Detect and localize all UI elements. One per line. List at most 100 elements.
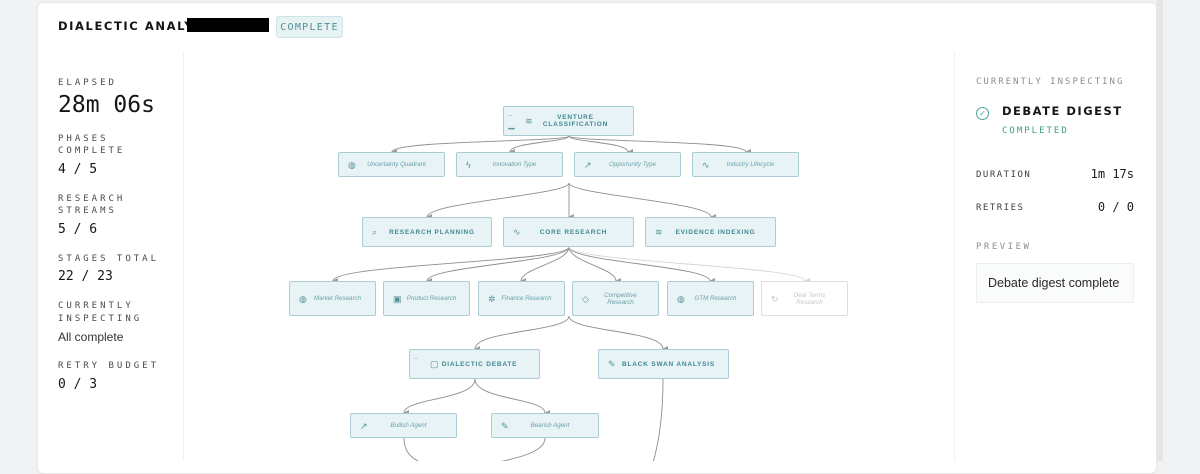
stat-label: RESEARCH STREAMS [58, 193, 126, 217]
edge [520, 246, 570, 285]
edge [568, 246, 716, 284]
trend-up-icon: ↗ [360, 420, 368, 431]
node-innovation-type[interactable]: ϟ Innovation Type [456, 152, 563, 177]
stat-label: PHASES COMPLETE [58, 133, 126, 157]
pipeline-graph: – •••• ≋ VENTURE CLASSIFICATION ◍ Uncert… [289, 106, 848, 461]
pulse-icon: ∿ [702, 159, 710, 170]
node-label: CORE RESEARCH [539, 228, 608, 236]
globe-icon: ◍ [677, 293, 685, 304]
preview-box: Debate digest complete [976, 263, 1134, 303]
search-icon: ⌕ [372, 227, 378, 237]
stat-value: 28m 06s [58, 91, 155, 118]
graph-edges [332, 135, 811, 461]
node-competitive-research[interactable]: ◇ Competitive Research [572, 281, 659, 316]
stat-elapsed: ELAPSED 28m 06s [58, 77, 178, 118]
stat-value: All complete [58, 330, 124, 344]
page-title: DIALECTIC ANALYSIS · [58, 19, 232, 33]
node-bearish-agent[interactable]: ✎ Bearish Agent [491, 413, 599, 438]
stat-value: 4 / 5 [58, 161, 98, 177]
inspector-title: DEBATE DIGEST [1002, 104, 1123, 118]
stat-stages: STAGES TOTAL 22 / 23 [58, 253, 178, 286]
node-research-planning[interactable]: ⌕ RESEARCH PLANNING [362, 217, 492, 247]
node-label: Industry Lifecycle [726, 161, 775, 168]
stat-label: CURRENTLY INSPECTING [58, 301, 143, 324]
feather-icon: ✎ [501, 420, 509, 431]
node-label: Bearish Agent [530, 422, 570, 429]
node-label: BLACK SWAN ANALYSIS [621, 360, 716, 368]
minus-icon: – [508, 112, 512, 119]
stat-value: 5 / 6 [58, 221, 98, 237]
edge [568, 135, 634, 155]
stat-label: RETRY BUDGET [58, 361, 160, 371]
bolt-icon: ϟ [466, 159, 471, 170]
retries-value: 0 / 0 [1097, 200, 1134, 214]
node-market-research[interactable]: ◍ Market Research [289, 281, 376, 316]
node-venture-classification[interactable]: – •••• ≋ VENTURE CLASSIFICATION [503, 106, 634, 136]
edge [568, 135, 752, 155]
node-evidence-indexing[interactable]: ≋ EVIDENCE INDEXING [645, 217, 776, 247]
refresh-icon: ↻ [771, 293, 779, 304]
retries-label: RETRIES [976, 203, 1025, 213]
right-panel-divider [954, 52, 955, 461]
edge [332, 246, 570, 285]
edge [403, 437, 419, 461]
node-label: VENTURE CLASSIFICATION [542, 114, 609, 128]
node-black-swan-analysis[interactable]: ✎ BLACK SWAN ANALYSIS [598, 349, 729, 379]
stat-retry-budget: RETRY BUDGET 0 / 3 [58, 360, 178, 393]
globe-icon: ◍ [299, 293, 307, 304]
node-label: Bullish Agent [390, 422, 427, 429]
node-label: Competitive Research [604, 291, 637, 306]
node-deal-terms-research[interactable]: ↻ Deal Terms Research [761, 281, 848, 316]
feather-icon: ✎ [608, 359, 616, 369]
edge [652, 378, 664, 461]
edge [509, 135, 570, 156]
edge [426, 182, 570, 221]
edge [403, 378, 476, 417]
edge [501, 437, 546, 461]
node-product-research[interactable]: ▣ Product Research [383, 281, 470, 316]
node-label: Product Research [406, 295, 457, 302]
stat-label: ELAPSED [58, 78, 117, 88]
node-core-research[interactable]: ∿ CORE RESEARCH [503, 217, 634, 247]
node-label: Uncertainty Quadrant [367, 161, 426, 168]
left-panel-divider [183, 52, 184, 461]
shield-icon: ◇ [582, 293, 589, 304]
node-label: Market Research [313, 295, 362, 302]
edge [426, 246, 570, 285]
status-badge: COMPLETE [276, 16, 343, 38]
edge-skipped [568, 246, 811, 284]
node-uncertainty-quadrant[interactable]: ◍ Uncertainty Quadrant [338, 152, 445, 177]
node-dialectic-debate[interactable]: – ▢ DIALECTIC DEBATE [409, 349, 540, 379]
progress-dots-icon: •••• [508, 127, 515, 133]
redacted-name [187, 18, 269, 32]
node-opportunity-type[interactable]: ↗ Opportunity Type [574, 152, 681, 177]
duration-label: DURATION [976, 170, 1032, 180]
node-bullish-agent[interactable]: ↗ Bullish Agent [350, 413, 457, 438]
chat-icon: ▢ [430, 359, 439, 369]
node-label: DIALECTIC DEBATE [441, 360, 518, 368]
node-industry-lifecycle[interactable]: ∿ Industry Lifecycle [692, 152, 799, 177]
node-label: Deal Terms Research [793, 291, 826, 306]
check-circle-icon: ✓ [976, 107, 989, 120]
edge [474, 315, 570, 353]
inspector-heading: CURRENTLY INSPECTING [976, 77, 1125, 87]
stat-value: 0 / 3 [58, 376, 98, 392]
preview-label: PREVIEW [976, 242, 1032, 252]
stat-inspecting: CURRENTLY INSPECTING All complete [58, 300, 178, 345]
edge [474, 378, 551, 416]
layers-icon: ≋ [655, 227, 663, 237]
inspector-status: COMPLETED [1002, 126, 1069, 136]
node-label: EVIDENCE INDEXING [675, 228, 756, 236]
edge [568, 315, 669, 352]
duration-value: 1m 17s [1090, 167, 1134, 181]
node-label: Innovation Type [492, 161, 537, 168]
node-label: GTM Research [694, 295, 737, 302]
pulse-icon: ∿ [513, 227, 521, 237]
node-gtm-research[interactable]: ◍ GTM Research [667, 281, 754, 316]
gear-icon: ✲ [488, 293, 496, 304]
minus-icon: – [414, 355, 418, 362]
globe-icon: ◍ [348, 159, 356, 170]
node-finance-research[interactable]: ✲ Finance Research [478, 281, 565, 316]
edge [568, 182, 717, 220]
node-label: Finance Research [501, 295, 552, 302]
